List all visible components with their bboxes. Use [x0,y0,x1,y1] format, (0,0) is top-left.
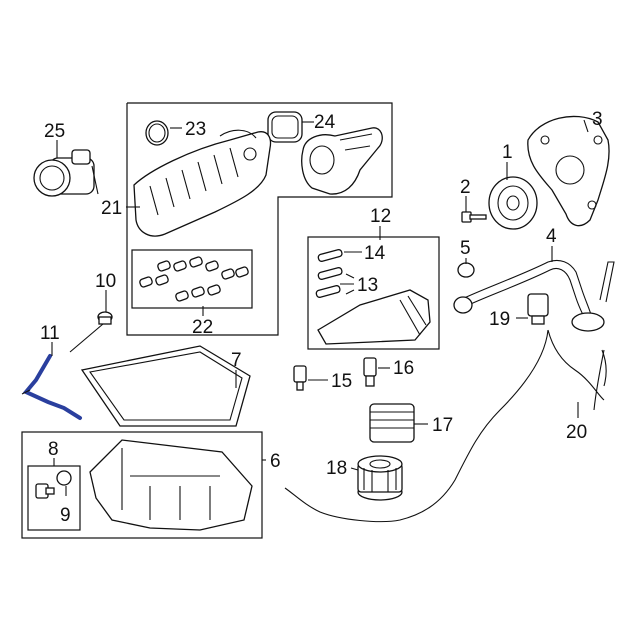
dipstick-cap[interactable] [69,311,113,353]
vent-tubes[interactable] [315,249,343,298]
throttle-body[interactable] [33,149,99,197]
callout-4: 4 [546,226,557,247]
callout-23: 23 [185,119,206,140]
pulley-bolt[interactable] [461,211,487,223]
drain-plug[interactable] [35,483,55,499]
gasket-kit-box [131,249,253,309]
oil-pressure-sensor[interactable] [527,293,549,325]
oil-level-sensor[interactable] [293,365,307,391]
callout-24: 24 [314,112,336,133]
crank-pulley[interactable] [488,176,538,230]
oil-pan-gasket[interactable] [80,345,251,427]
drain-plug-box [27,465,81,531]
plenum-gasket[interactable] [267,111,303,143]
callout-1: 1 [502,142,513,163]
vent-separator[interactable] [317,289,431,345]
callout-19: 19 [489,309,510,330]
pickup-o-ring[interactable] [457,262,475,278]
callout-14: 14 [364,243,386,264]
intake-manifold[interactable] [133,129,272,237]
callout-13: 13 [357,275,378,296]
callout-8: 8 [48,439,59,460]
temperature-sensor[interactable] [363,357,377,387]
callout-12: 12 [370,206,391,227]
dipstick-tip [21,389,31,395]
callout-17: 17 [432,415,453,436]
intake-group-box [126,102,393,336]
leader-lines [51,119,589,496]
callout-3: 3 [592,109,603,130]
callout-7: 7 [231,350,242,371]
callout-20: 20 [566,422,587,443]
callout-16: 16 [393,358,414,379]
oil-cooler[interactable] [369,403,415,443]
callout-22: 22 [192,317,213,338]
callout-18: 18 [326,458,347,479]
callout-9: 9 [60,505,71,526]
intake-plenum[interactable] [301,127,383,195]
drain-plug-washer[interactable] [56,470,72,486]
oil-filter[interactable] [357,455,403,501]
callout-6: 6 [270,451,281,472]
callout-25: 25 [44,121,65,142]
intake-gasket-set[interactable] [139,256,249,302]
callout-5: 5 [460,238,471,259]
o-ring-inner [148,123,166,143]
harness-branch [601,349,607,387]
oil-pan[interactable] [89,439,253,531]
callout-15: 15 [331,371,352,392]
oil-pickup-tube[interactable] [453,259,615,332]
callout-21: 21 [101,198,122,219]
callout-10: 10 [95,271,116,292]
oil-pan-group-box [21,431,263,539]
wiring-harness[interactable] [284,329,605,523]
oil-dipstick[interactable] [22,354,82,420]
vent-group-box [307,236,440,350]
callout-11: 11 [40,323,60,344]
oil-pump[interactable] [527,115,610,227]
callout-2: 2 [460,177,471,198]
